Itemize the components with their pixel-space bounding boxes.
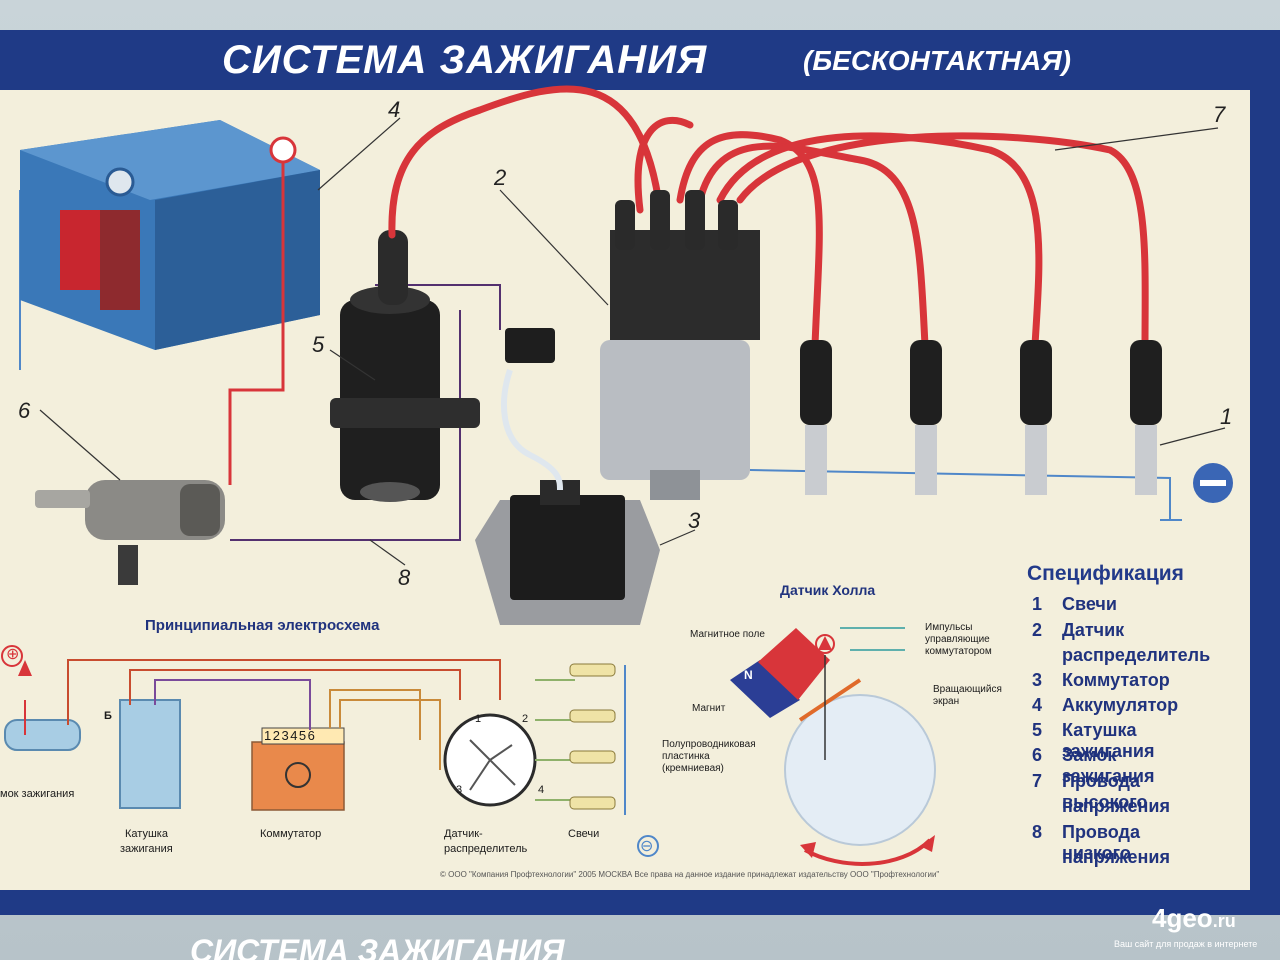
schematic-coil-label-1: Катушка	[125, 828, 168, 840]
spec-item-text: Провода высокого	[1062, 771, 1148, 812]
schematic-dist-pin-4: 4	[538, 784, 545, 796]
spec-item-text: напряжения	[1062, 847, 1170, 867]
spec-item-text: напряжения	[1062, 796, 1170, 816]
next-poster-title: СИСТЕМА ЗАЖИГАНИЯ	[190, 933, 565, 960]
schematic-distributor-label-1: Датчик-	[444, 828, 483, 840]
schematic-plus-symbol: ⊕	[6, 646, 20, 663]
hall-plate-label-3: (кремниевая)	[662, 763, 724, 774]
hall-pulses-label-2: управляющие	[925, 634, 990, 645]
spec-item-number: 4	[1032, 695, 1043, 715]
spark-plugs-illustration	[800, 340, 1162, 495]
ignition-lock-illustration	[35, 480, 225, 585]
spec-item-text: Провода низкого	[1062, 822, 1140, 863]
callout-8: 8	[398, 565, 411, 590]
spec-item-text: Аккумулятор	[1062, 695, 1179, 715]
schematic-minus-symbol: ⊖	[640, 838, 654, 855]
schematic-title: Принципиальная электросхема	[145, 617, 380, 634]
spec-item-8: 8 Провода низкого	[1032, 822, 1140, 863]
callout-3: 3	[688, 508, 701, 533]
hall-rotating-screen-label-1: Вращающийся	[933, 684, 1002, 695]
spec-item-2: 2 Датчик	[1032, 620, 1124, 641]
spec-item-6: 6 Замок зажигания	[1032, 745, 1155, 786]
schematic-dist-pin-3: 3	[456, 784, 463, 796]
spec-item-3: 3 Коммутатор	[1032, 670, 1170, 691]
callout-6: 6	[18, 398, 31, 423]
watermark-logo: 4geo.ru	[1152, 903, 1236, 934]
spec-item-number: 3	[1032, 670, 1043, 690]
hall-sensor-title: Датчик Холла	[780, 582, 876, 598]
spec-item-5: 5 Катушка зажигания	[1032, 720, 1155, 761]
schematic-dist-pin-1: 1	[475, 713, 482, 725]
spec-item-number: 5	[1032, 720, 1043, 740]
poster-subtitle: (БЕСКОНТАКТНАЯ)	[803, 45, 1071, 76]
schematic-dist-pin-2: 2	[522, 713, 529, 725]
commutator-illustration	[475, 480, 660, 625]
schematic-plugs-label: Свечи	[568, 828, 600, 840]
hall-magnet-n: N	[744, 668, 753, 682]
watermark-domain: .ru	[1212, 911, 1236, 931]
spec-item-1: 1 Свечи	[1032, 594, 1117, 615]
schematic-distributor-label-2: распределитель	[444, 843, 528, 855]
schematic-commutator-label: Коммутатор	[260, 828, 322, 840]
callout-2: 2	[494, 165, 507, 190]
spec-item-4: 4 Аккумулятор	[1032, 695, 1178, 716]
hall-magnetic-field-label: Магнитное поле	[690, 629, 765, 640]
spec-item-number: 2	[1032, 620, 1043, 640]
callout-4: 4	[388, 97, 401, 122]
spec-item-text: Коммутатор	[1062, 670, 1170, 690]
battery-illustration	[20, 120, 320, 350]
hall-rotating-screen-label-2: экран	[933, 696, 960, 707]
watermark-brand: 4geo	[1152, 903, 1213, 933]
spec-item-number: 1	[1032, 594, 1043, 614]
callout-7: 7	[1213, 102, 1226, 127]
hall-magnet-label: Магнит	[692, 703, 726, 714]
spec-item-number: 7	[1032, 771, 1043, 791]
spec-item-text: Замок зажигания	[1062, 745, 1155, 786]
watermark-tagline: Ваш сайт для продаж в интернете	[1114, 939, 1258, 949]
spec-item-number: 6	[1032, 745, 1043, 765]
hall-pulses-label-3: коммутатором	[925, 646, 992, 657]
spec-item-7: 7 Провода высокого	[1032, 771, 1147, 812]
schematic-coil-label-2: зажигания	[120, 843, 173, 855]
hall-plate-label-1: Полупроводниковая	[662, 739, 756, 750]
copyright-notice: © ООО "Компания Профтехнологии" 2005 МОС…	[440, 870, 940, 879]
spec-item-text: Датчик	[1062, 620, 1125, 640]
spec-item-text: Свечи	[1062, 594, 1117, 614]
hall-plate-label-2: пластинка	[662, 751, 710, 762]
wiring-schematic	[1, 645, 659, 857]
callout-1: 1	[1220, 404, 1233, 429]
callout-5: 5	[312, 332, 325, 357]
hall-pulses-label-1: Импульсы	[925, 622, 973, 633]
hall-sensor-diagram	[730, 627, 936, 866]
schematic-ignition-lock-label: мок зажигания	[0, 788, 75, 800]
specification-title: Спецификация	[1027, 562, 1184, 585]
poster-title: СИСТЕМА ЗАЖИГАНИЯ	[222, 38, 708, 82]
schematic-coil-terminal: Б	[104, 710, 112, 722]
spec-item-number: 8	[1032, 822, 1043, 842]
spec-item-text: распределитель	[1062, 645, 1211, 665]
ignition-coil-illustration	[330, 230, 480, 502]
schematic-commutator-pins: 123456	[264, 728, 317, 743]
spec-item-text: Катушка зажигания	[1062, 720, 1155, 761]
distributor-illustration	[600, 190, 760, 500]
